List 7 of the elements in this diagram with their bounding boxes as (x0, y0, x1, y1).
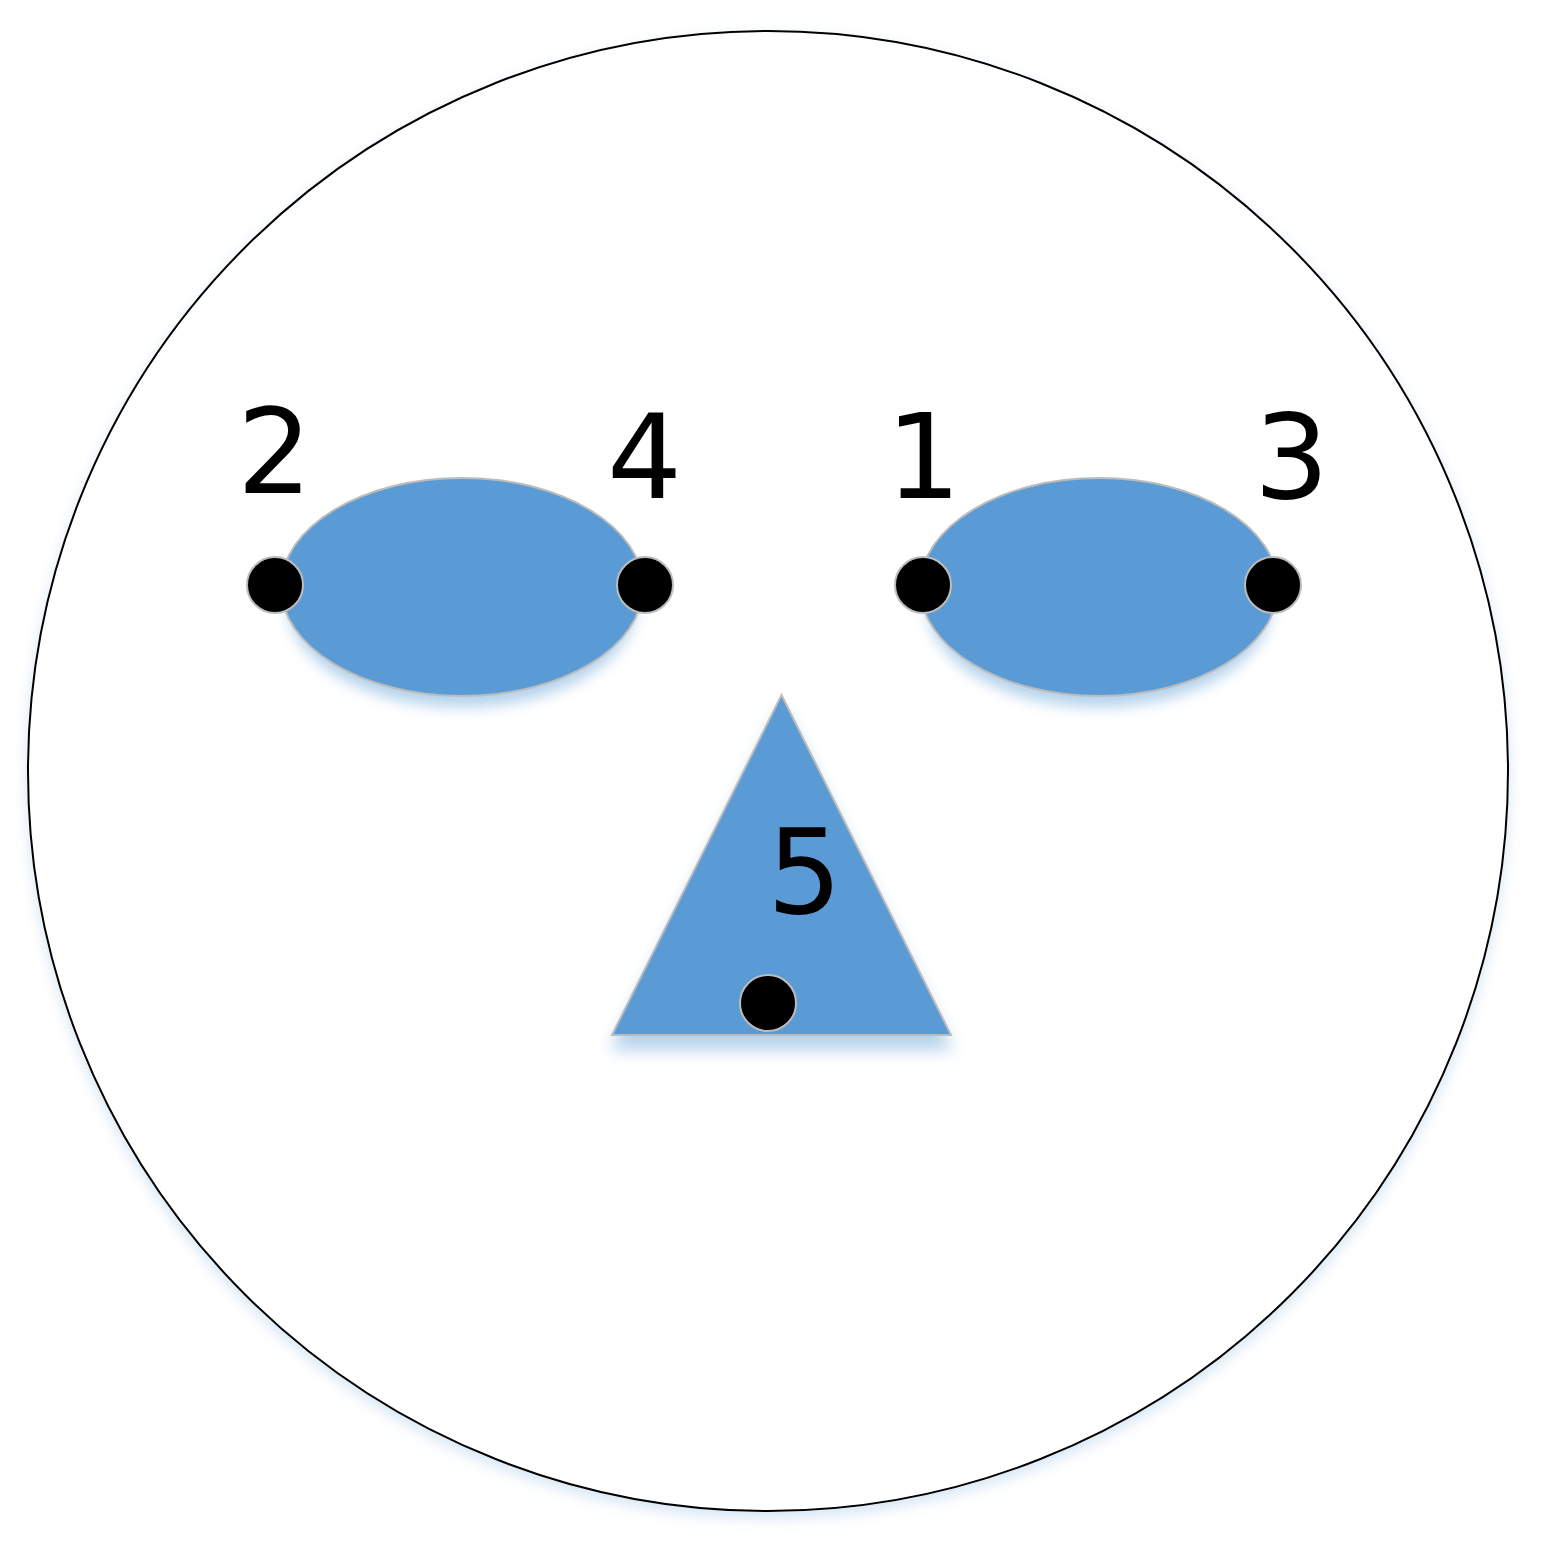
landmark-number: 5 (767, 813, 843, 931)
callout-number: 4 (607, 398, 683, 516)
nose-triangle (612, 695, 951, 1035)
callout-number: 2 (237, 393, 313, 511)
face-outline-circle (27, 30, 1509, 1512)
callout-number: 3 (1254, 398, 1330, 516)
callout-number: 1 (886, 398, 962, 516)
